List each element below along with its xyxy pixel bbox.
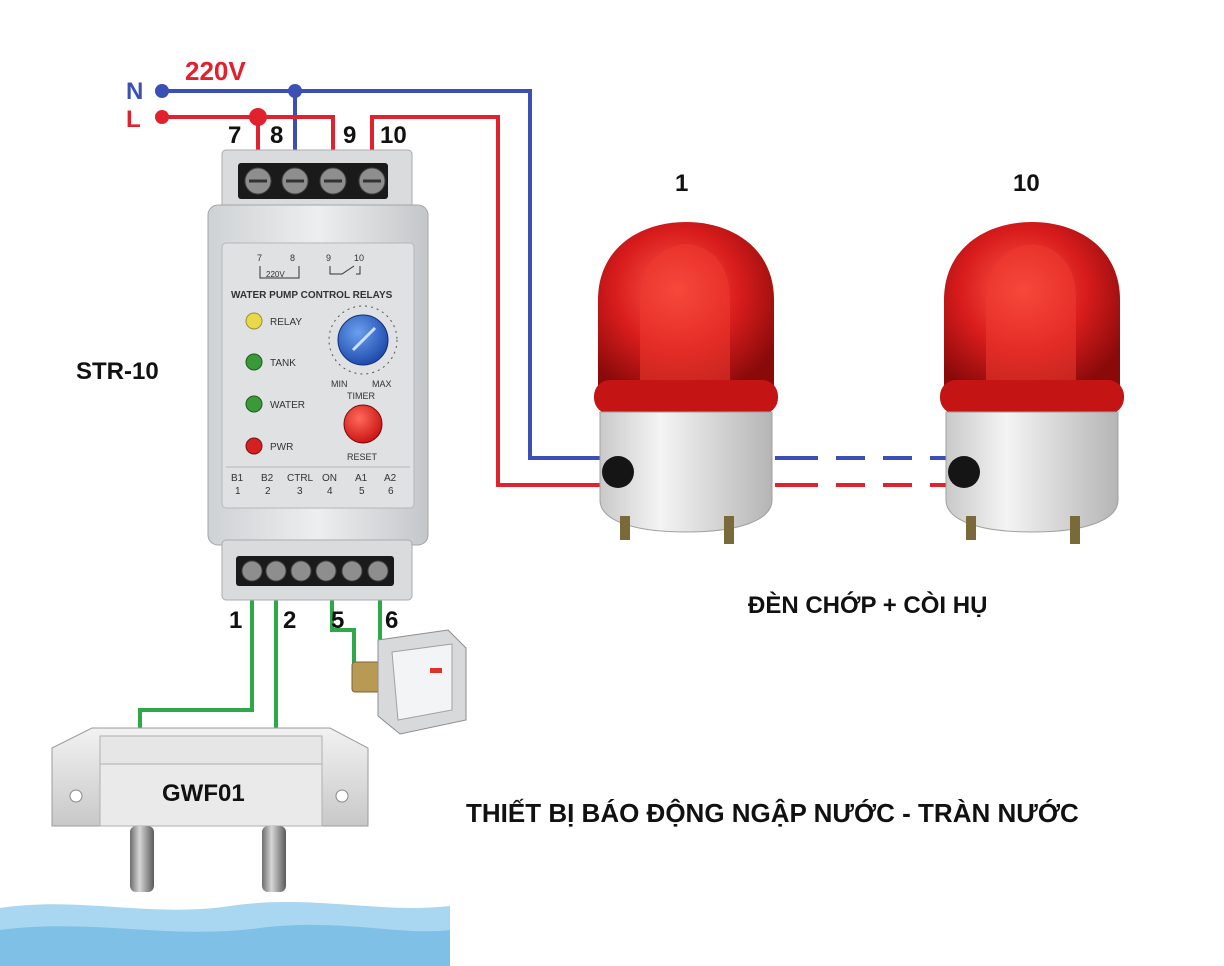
- pwr-led-label: PWR: [270, 442, 293, 453]
- panel-terminal-labels: B1 1 B2 2 CTRL 3 ON 4 A1 5 A2 6: [231, 473, 397, 497]
- wall-switch: [351, 629, 467, 735]
- water-led-label: WATER: [270, 400, 305, 411]
- mount-hole-right: [335, 789, 349, 803]
- tank-led-label: TANK: [270, 358, 296, 369]
- svg-text:2: 2: [265, 486, 271, 497]
- headline: THIẾT BỊ BÁO ĐỘNG NGẬP NƯỚC - TRÀN NƯỚC: [466, 798, 1079, 828]
- terminal-6-label: 6: [385, 607, 398, 634]
- terminal-8-label: 8: [270, 122, 283, 149]
- svg-text:CTRL: CTRL: [287, 473, 314, 484]
- svg-text:B1: B1: [231, 473, 244, 484]
- svg-text:9: 9: [326, 253, 331, 263]
- pwr-led: [245, 437, 263, 455]
- cable-gland: [602, 456, 634, 488]
- timer-knob[interactable]: [328, 305, 398, 375]
- svg-text:ON: ON: [322, 473, 337, 484]
- panel-wiring-diagram: 7 8 220V 9 10: [257, 253, 364, 279]
- status-leds: [245, 312, 263, 455]
- neutral-wire: [162, 89, 955, 460]
- sensor-model-label: GWF01: [162, 780, 245, 807]
- neutral-label: N: [126, 78, 143, 105]
- switch-indicator: [430, 668, 442, 673]
- svg-text:10: 10: [354, 253, 364, 263]
- relay-model-label: STR-10: [76, 358, 159, 385]
- live-terminal-dot: [155, 110, 169, 124]
- water-surface: [0, 902, 450, 966]
- knob-min-label: MIN: [331, 379, 348, 389]
- terminal-5-label: 5: [331, 607, 344, 634]
- terminal-1-label: 1: [229, 607, 242, 634]
- svg-text:220V: 220V: [266, 270, 285, 279]
- terminal-9-label: 9: [343, 122, 356, 149]
- svg-text:8: 8: [290, 253, 295, 263]
- panel-title: WATER PUMP CONTROL RELAYS: [231, 290, 393, 301]
- svg-text:1: 1: [235, 486, 241, 497]
- beacon-10-label: 10: [1013, 170, 1040, 197]
- svg-text:3: 3: [297, 486, 303, 497]
- svg-text:B2: B2: [261, 473, 274, 484]
- top-screw-terminals: [244, 167, 386, 195]
- relay-led-label: RELAY: [270, 317, 302, 328]
- svg-text:7: 7: [257, 253, 262, 263]
- probe-right: [262, 826, 286, 892]
- cable-gland: [948, 456, 980, 488]
- svg-text:6: 6: [388, 486, 394, 497]
- neutral-junction-dot: [288, 84, 302, 98]
- water-led: [245, 395, 263, 413]
- live-label: L: [126, 106, 141, 133]
- terminal-7-label: 7: [228, 122, 241, 149]
- terminal-10-label: 10: [380, 122, 407, 149]
- terminal-2-label: 2: [283, 607, 296, 634]
- svg-text:A1: A1: [355, 473, 368, 484]
- beacon-1: [594, 222, 778, 544]
- probe-left: [130, 826, 154, 892]
- reset-button[interactable]: [343, 404, 383, 444]
- mount-hole-left: [69, 789, 83, 803]
- timer-label: TIMER: [347, 391, 375, 401]
- relay-led: [245, 312, 263, 330]
- svg-text:A2: A2: [384, 473, 397, 484]
- knob-max-label: MAX: [372, 379, 392, 389]
- sensor-wires: [138, 598, 382, 735]
- beacon-10: [940, 222, 1124, 544]
- reset-label: RESET: [347, 452, 378, 462]
- svg-text:5: 5: [359, 486, 365, 497]
- water-sensor: [51, 727, 369, 892]
- voltage-label: 220V: [185, 56, 246, 86]
- tank-led: [245, 353, 263, 371]
- beacon-caption: ĐÈN CHỚP + CÒI HỤ: [748, 591, 987, 619]
- beacon-1-label: 1: [675, 170, 688, 197]
- svg-text:4: 4: [327, 486, 333, 497]
- neutral-terminal-dot: [155, 84, 169, 98]
- live-junction-dot: [249, 108, 267, 126]
- bottom-screw-terminals: [241, 560, 389, 582]
- relay-module: 7 8 220V 9 10 WATER PUMP CONTROL RELAYS …: [207, 149, 429, 601]
